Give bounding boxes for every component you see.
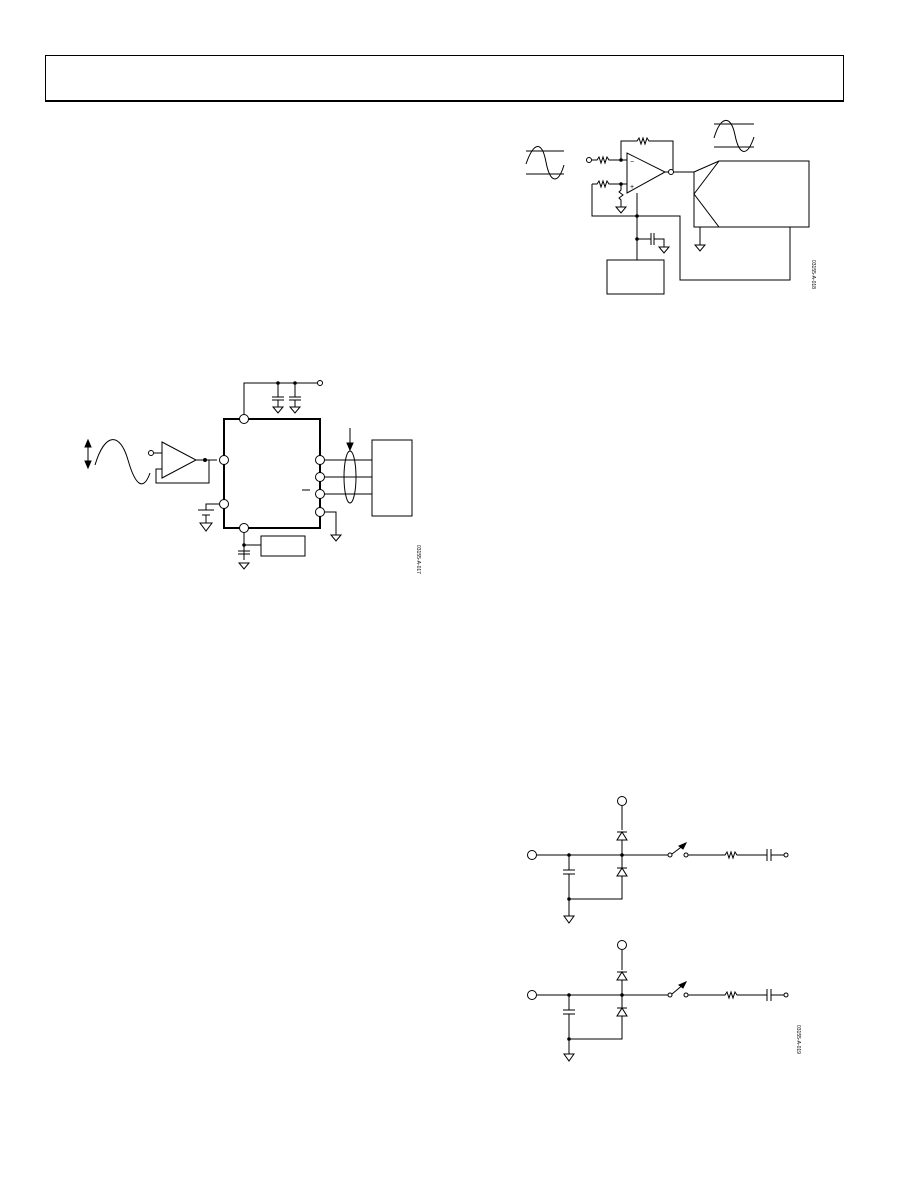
pin-vdd: [239, 414, 249, 424]
source-waveform: [94, 439, 151, 485]
svg-text:−: −: [630, 159, 634, 166]
diode-d2-top: [616, 867, 628, 877]
diode-d2-bottom: [616, 1007, 628, 1017]
figure-code: 03155-A-019: [795, 1025, 801, 1054]
diode-d1-bottom: [616, 971, 628, 981]
vdd-node-top: [617, 796, 627, 806]
pin-cs: [315, 489, 325, 499]
pin-sdata: [315, 472, 325, 482]
driver-amplifier: [626, 152, 667, 194]
supply-box: [260, 535, 306, 557]
svg-text:+: +: [630, 184, 634, 191]
buffer-amplifier: [161, 441, 198, 479]
pin-sclk: [315, 455, 325, 465]
pin-vin: [219, 455, 229, 465]
pin-gnd2: [315, 507, 325, 517]
figure-code: 03155-A-017: [415, 545, 421, 574]
pin-gnd: [239, 523, 249, 533]
vdd-node-bottom: [617, 940, 627, 950]
figure-code: 03155-A-018: [810, 260, 816, 289]
opamp-driver-figure: − + 03155-A-018: [525, 119, 816, 295]
input-waveform: [525, 146, 565, 180]
diode-d1-top: [616, 831, 628, 841]
pin-ref: [219, 499, 229, 509]
page-header-frame: [45, 55, 844, 102]
vin-node-top: [527, 850, 537, 860]
microcontroller-box: [371, 439, 413, 517]
vin-node-bottom: [527, 990, 537, 1000]
output-waveform: [713, 119, 755, 152]
bias-reference-box: [606, 259, 665, 295]
signal-chain-adc-figure: 03155-A-017: [84, 380, 421, 574]
input-switch-figure: 03155-A-019: [527, 796, 801, 1062]
adc-block: [223, 418, 321, 529]
